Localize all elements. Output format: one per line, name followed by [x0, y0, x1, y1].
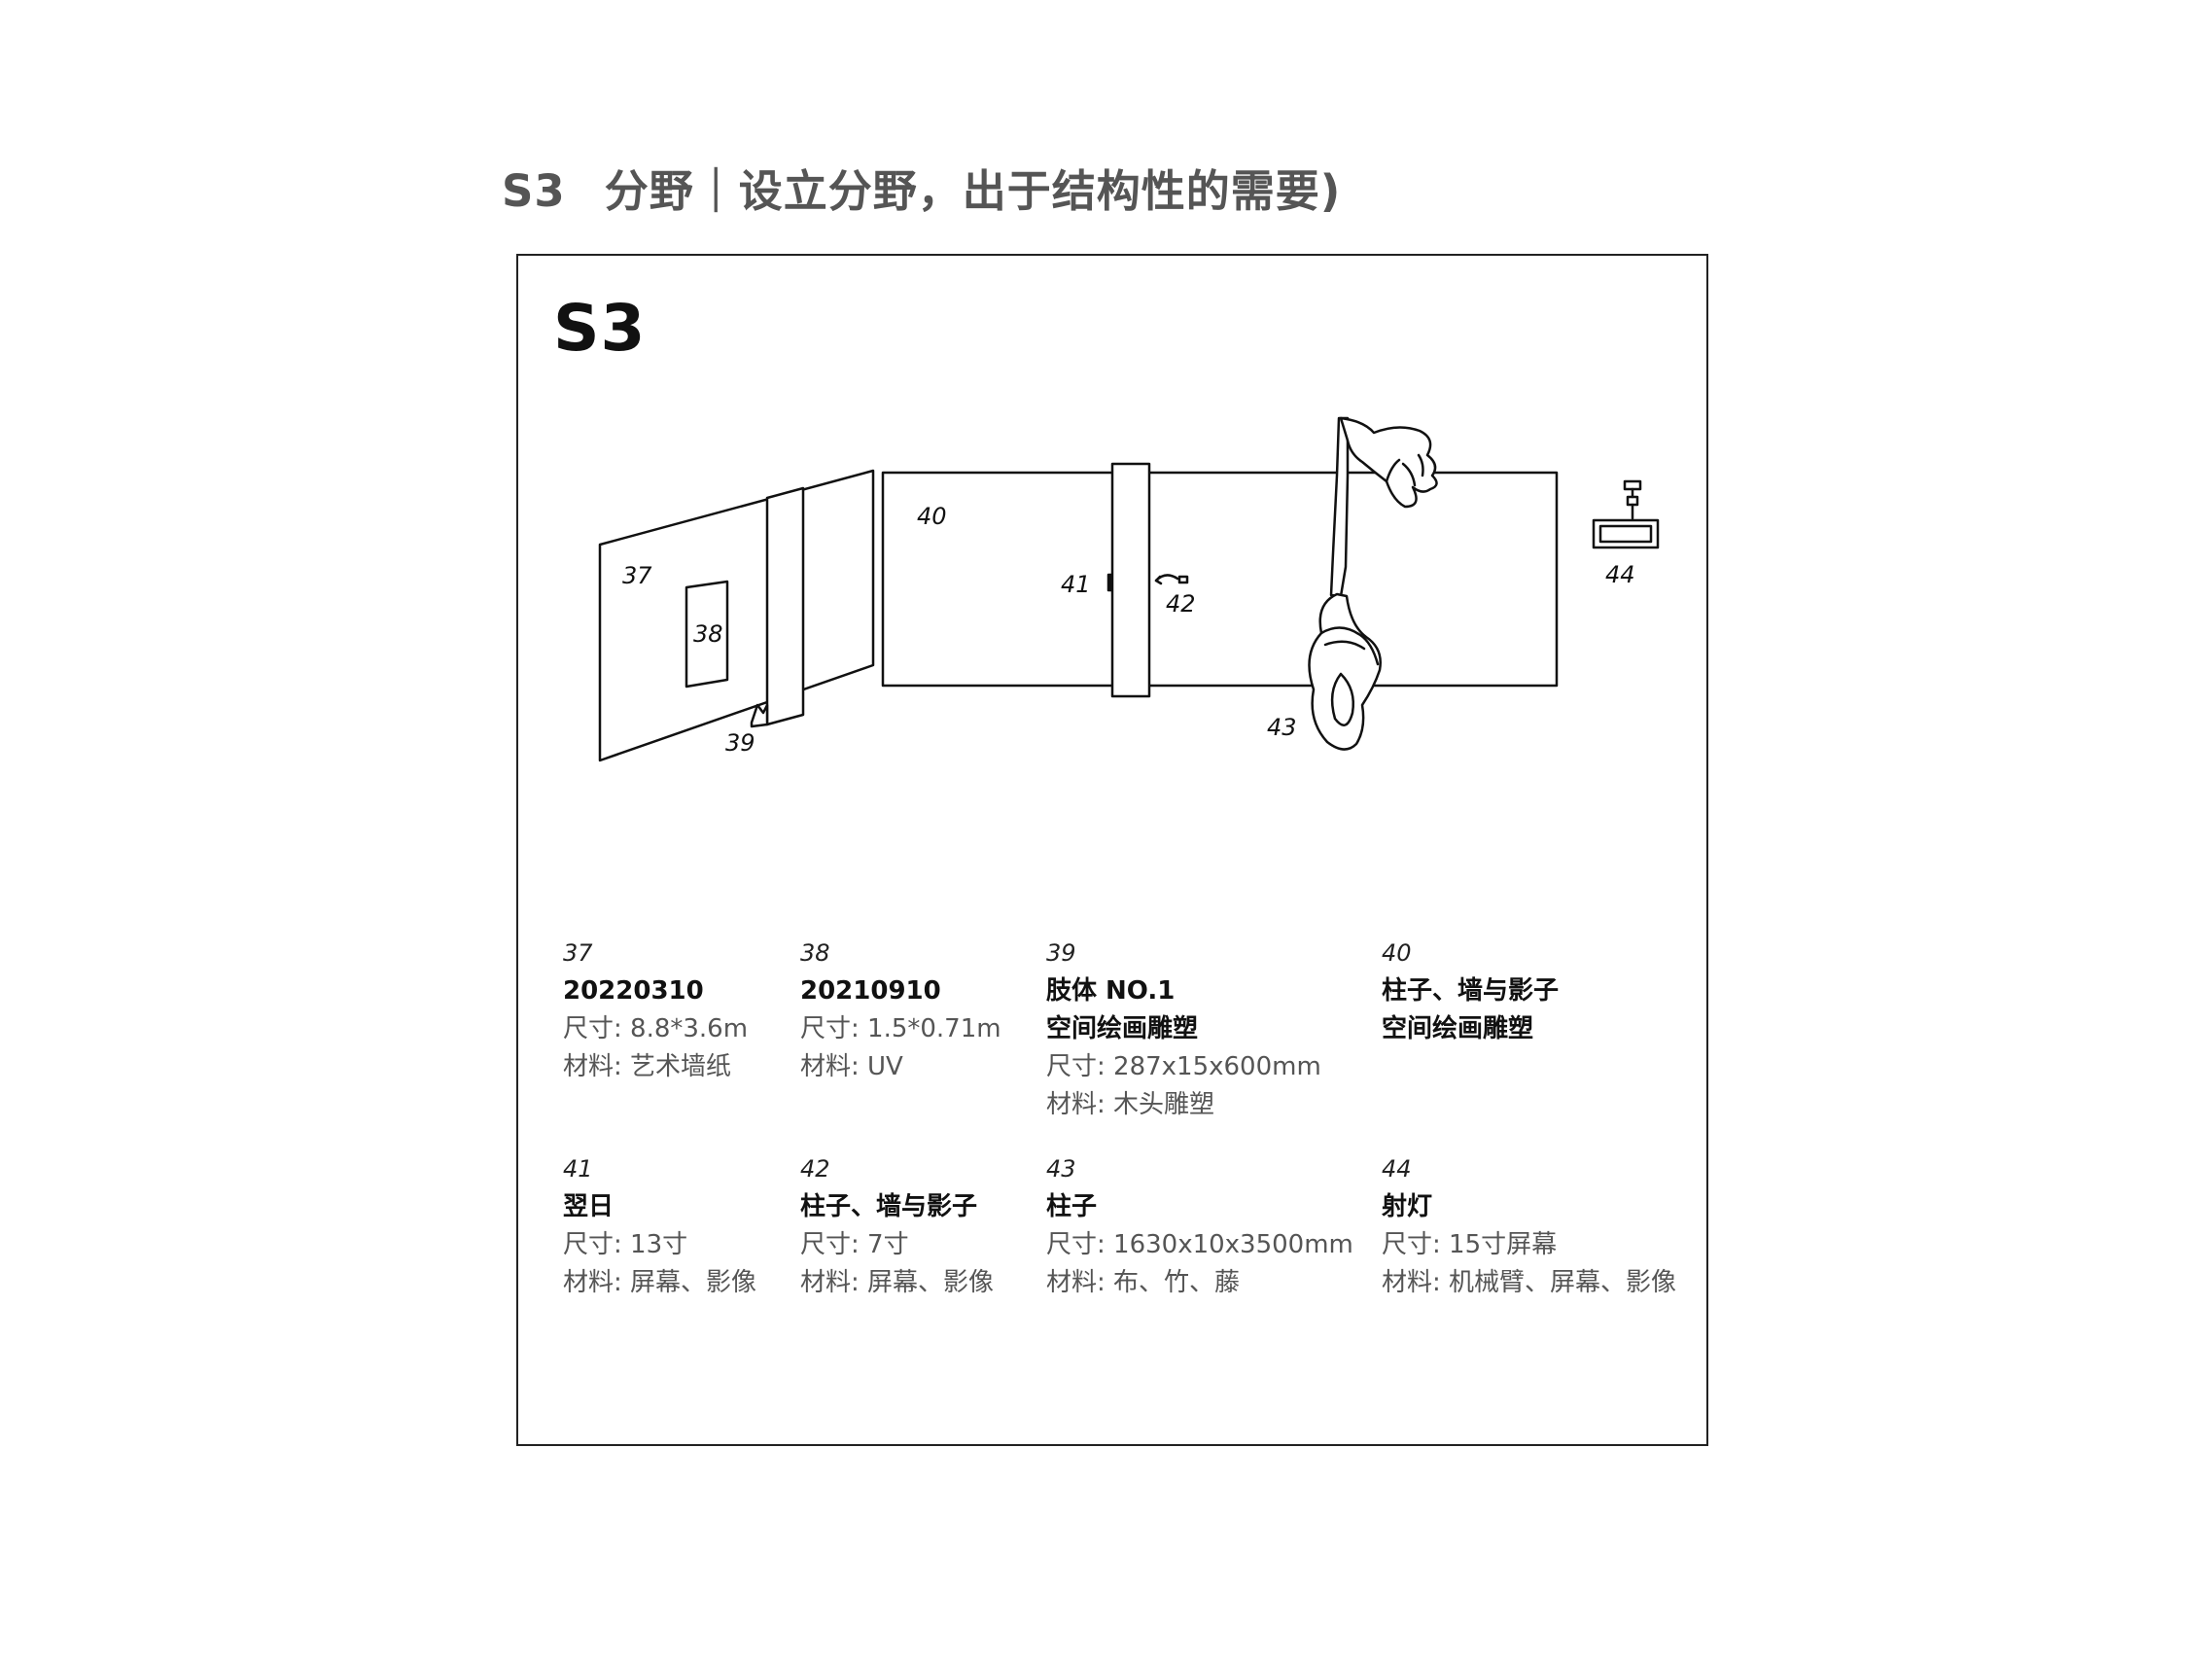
column-center: [1110, 462, 1151, 698]
legend-size: 尺寸: 13寸: [563, 1230, 688, 1259]
legend-subtitle: 空间绘画雕塑: [1046, 1014, 1199, 1043]
legend-title: 20210910: [800, 976, 941, 1006]
hanging-pole-43: [1329, 416, 1350, 598]
legend-number: 41: [563, 1155, 593, 1183]
callout-40: 40: [917, 503, 947, 530]
legend-number: 39: [1046, 939, 1076, 967]
long-wall-40: [881, 471, 1559, 688]
legend-material: 材料: 木头雕塑: [1046, 1090, 1215, 1119]
legend-size: 尺寸: 287x15x600mm: [1046, 1052, 1321, 1081]
installation-diagram: 37 38 39 40 41 42 43 44: [598, 416, 1660, 762]
callout-42: 42: [1166, 590, 1196, 618]
legend-material: 材料: 艺术墙纸: [563, 1052, 732, 1081]
legend-number: 40: [1382, 939, 1412, 967]
legend-size: 尺寸: 8.8*3.6m: [563, 1014, 749, 1043]
legend-size: 尺寸: 1.5*0.71m: [800, 1014, 1001, 1043]
legend-title: 肢体 NO.1: [1046, 976, 1176, 1006]
legend-title: 翌日: [563, 1192, 614, 1221]
legend-number: 43: [1046, 1155, 1076, 1183]
legend-number: 42: [800, 1155, 830, 1183]
legend-item-37: 37 20220310 尺寸: 8.8*3.6m 材料: 艺术墙纸: [563, 935, 874, 1086]
legend-title: 射灯: [1382, 1192, 1433, 1221]
legend-title: 柱子、墙与影子: [800, 1192, 978, 1221]
legend-size: 尺寸: 1630x10x3500mm: [1046, 1230, 1353, 1259]
wall-panel-37: [598, 469, 875, 762]
legend-item-44: 44 射灯 尺寸: 15寸屏幕 材料: 机械臂、屏幕、影像: [1382, 1150, 1693, 1302]
legend-material: 材料: 机械臂、屏幕、影像: [1382, 1268, 1677, 1297]
hand-shape: [1339, 416, 1438, 509]
screen-41: [1106, 573, 1113, 592]
column-left: [765, 486, 805, 726]
section-code: S3: [502, 165, 566, 217]
legend-subtitle: 空间绘画雕塑: [1382, 1014, 1534, 1043]
legend-item-41: 41 翌日 尺寸: 13寸 材料: 屏幕、影像: [563, 1150, 874, 1302]
legend-material: 材料: UV: [800, 1052, 903, 1081]
callout-39: 39: [725, 729, 755, 757]
callout-38: 38: [693, 620, 723, 648]
legend-item-42: 42 柱子、墙与影子 尺寸: 7寸 材料: 屏幕、影像: [800, 1150, 1111, 1302]
legend-size: 尺寸: 7寸: [800, 1230, 909, 1259]
legend-material: 材料: 布、竹、藤: [1046, 1268, 1241, 1297]
legend-number: 37: [563, 939, 593, 967]
hanging-form: [1308, 592, 1382, 751]
legend-title: 柱子、墙与影子: [1382, 976, 1560, 1006]
legend-title: 20220310: [563, 976, 704, 1006]
legend-item-43: 43 柱子 尺寸: 1630x10x3500mm 材料: 布、竹、藤: [1046, 1150, 1357, 1302]
framed-work-38: [685, 580, 729, 689]
exhibition-plan-frame: S3 37 38 39: [516, 254, 1708, 1446]
legend-size: 尺寸: 15寸屏幕: [1382, 1230, 1558, 1259]
callout-41: 41: [1061, 571, 1091, 598]
callout-44: 44: [1605, 561, 1635, 588]
section-title: 分野｜设立分野，出于结构性的需要): [604, 165, 1342, 217]
legend-number: 44: [1382, 1155, 1412, 1183]
legend-material: 材料: 屏幕、影像: [563, 1268, 757, 1297]
legend-item-38: 38 20210910 尺寸: 1.5*0.71m 材料: UV: [800, 935, 1111, 1086]
page-title: S3 分野｜设立分野，出于结构性的需要): [502, 156, 1341, 219]
legend-number: 38: [800, 939, 830, 967]
callout-43: 43: [1267, 714, 1297, 741]
legend-material: 材料: 屏幕、影像: [800, 1268, 995, 1297]
limb-sculpture-39: [750, 703, 769, 728]
frame-label: S3: [553, 291, 647, 366]
legend-item-40: 40 柱子、墙与影子 空间绘画雕塑: [1382, 935, 1693, 1048]
callout-37: 37: [622, 562, 652, 589]
spotlight-44: [1592, 479, 1660, 549]
legend-item-39: 39 肢体 NO.1 空间绘画雕塑 尺寸: 287x15x600mm 材料: 木…: [1046, 935, 1357, 1124]
legend-title: 柱子: [1046, 1192, 1098, 1221]
